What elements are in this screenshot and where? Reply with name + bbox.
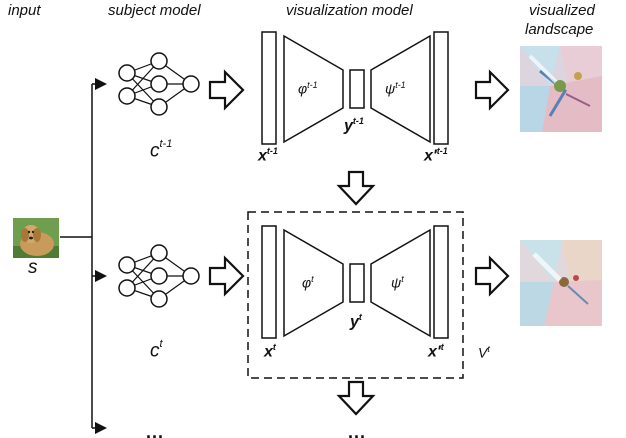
dog-photo-icon — [13, 218, 59, 258]
arrow-right-landscape-top — [474, 69, 510, 111]
x-out-label-bottom: x't — [428, 342, 444, 361]
header-visualized: visualized — [529, 2, 595, 19]
v-bottom-base: V — [478, 344, 488, 361]
header-subject-model: subject model — [108, 2, 201, 19]
x-out-top-sup: t-1 — [436, 146, 448, 156]
visualization-model-top — [261, 31, 449, 145]
header-input: input — [8, 2, 41, 19]
bottleneck-top — [349, 69, 365, 109]
y-bottom-base: y — [350, 313, 359, 331]
psi-top-sup: t-1 — [395, 80, 406, 90]
encoder-top — [283, 34, 344, 144]
subject-label-top: ct-1 — [150, 138, 173, 162]
psi-label-top: ψt-1 — [385, 80, 406, 97]
arrow-down-bottom — [336, 380, 376, 416]
landscape-image-bottom — [520, 240, 602, 326]
y-bottom-sup: t — [358, 312, 362, 322]
v-bottom-sup: t — [487, 344, 490, 354]
decoder-bottom — [370, 228, 431, 338]
landscape-image-top — [520, 46, 602, 132]
input-connector-lines — [60, 78, 107, 434]
ellipsis-visualization: ... — [348, 422, 367, 438]
phi-bottom-sup: t — [311, 274, 314, 284]
subject-label-bottom-base: c — [150, 340, 160, 362]
input-dog-image — [13, 218, 59, 258]
header-visualization-model: visualization model — [286, 2, 413, 19]
x-in-bottom-sup: t — [272, 342, 276, 352]
abstract-landscape-icon-bottom — [520, 240, 602, 326]
subject-label-bottom: ct — [150, 338, 163, 362]
decoder-top — [370, 34, 431, 144]
arrow-down-between-rows — [336, 170, 376, 206]
ellipsis-subject: ... — [146, 422, 165, 438]
subject-label-bottom-sup: t — [159, 338, 163, 350]
input-symbol-s: s — [28, 257, 38, 278]
y-top-base: y — [344, 117, 353, 135]
psi-top-base: ψ — [385, 80, 396, 97]
visualization-model-bottom — [261, 225, 449, 339]
output-bar-top — [433, 31, 449, 145]
input-bar-bottom — [261, 225, 277, 339]
arrow-right-subject-top — [208, 69, 245, 111]
output-bar-bottom — [433, 225, 449, 339]
phi-top-sup: t-1 — [307, 80, 318, 90]
y-label-bottom: yt — [350, 312, 362, 331]
x-out-top-base: x' — [424, 147, 437, 165]
psi-label-bottom: ψt — [391, 274, 404, 291]
x-in-bottom-base: x — [264, 343, 273, 361]
x-out-bottom-sup: t — [440, 342, 444, 352]
y-label-top: yt-1 — [344, 116, 364, 135]
header-landscape: landscape — [525, 21, 594, 38]
x-out-bottom-base: x' — [428, 343, 441, 361]
subject-label-top-base: c — [150, 140, 160, 162]
input-bar-top — [261, 31, 277, 145]
x-in-top-base: x — [258, 147, 267, 165]
abstract-landscape-icon-top — [520, 46, 602, 132]
subject-label-top-sup: t-1 — [159, 138, 173, 150]
y-top-sup: t-1 — [352, 116, 364, 126]
arrow-right-subject-bottom — [208, 255, 245, 297]
psi-bottom-sup: t — [401, 274, 404, 284]
bottleneck-bottom — [349, 263, 365, 303]
arrow-right-landscape-bottom — [474, 255, 510, 297]
encoder-bottom — [283, 228, 344, 338]
phi-label-bottom: φt — [302, 274, 314, 291]
x-out-label-top: x't-1 — [424, 146, 448, 165]
psi-bottom-base: ψ — [391, 274, 402, 291]
x-in-top-sup: t-1 — [266, 146, 278, 156]
current-step-box — [247, 211, 464, 379]
phi-top-base: φ — [298, 80, 308, 97]
x-in-label-top: xt-1 — [258, 146, 278, 165]
phi-label-top: φt-1 — [298, 80, 318, 97]
subject-network-bottom — [118, 244, 200, 308]
v-label-bottom: Vt — [478, 344, 490, 361]
phi-bottom-base: φ — [302, 274, 312, 291]
subject-network-top — [118, 52, 200, 116]
x-in-label-bottom: xt — [264, 342, 276, 361]
